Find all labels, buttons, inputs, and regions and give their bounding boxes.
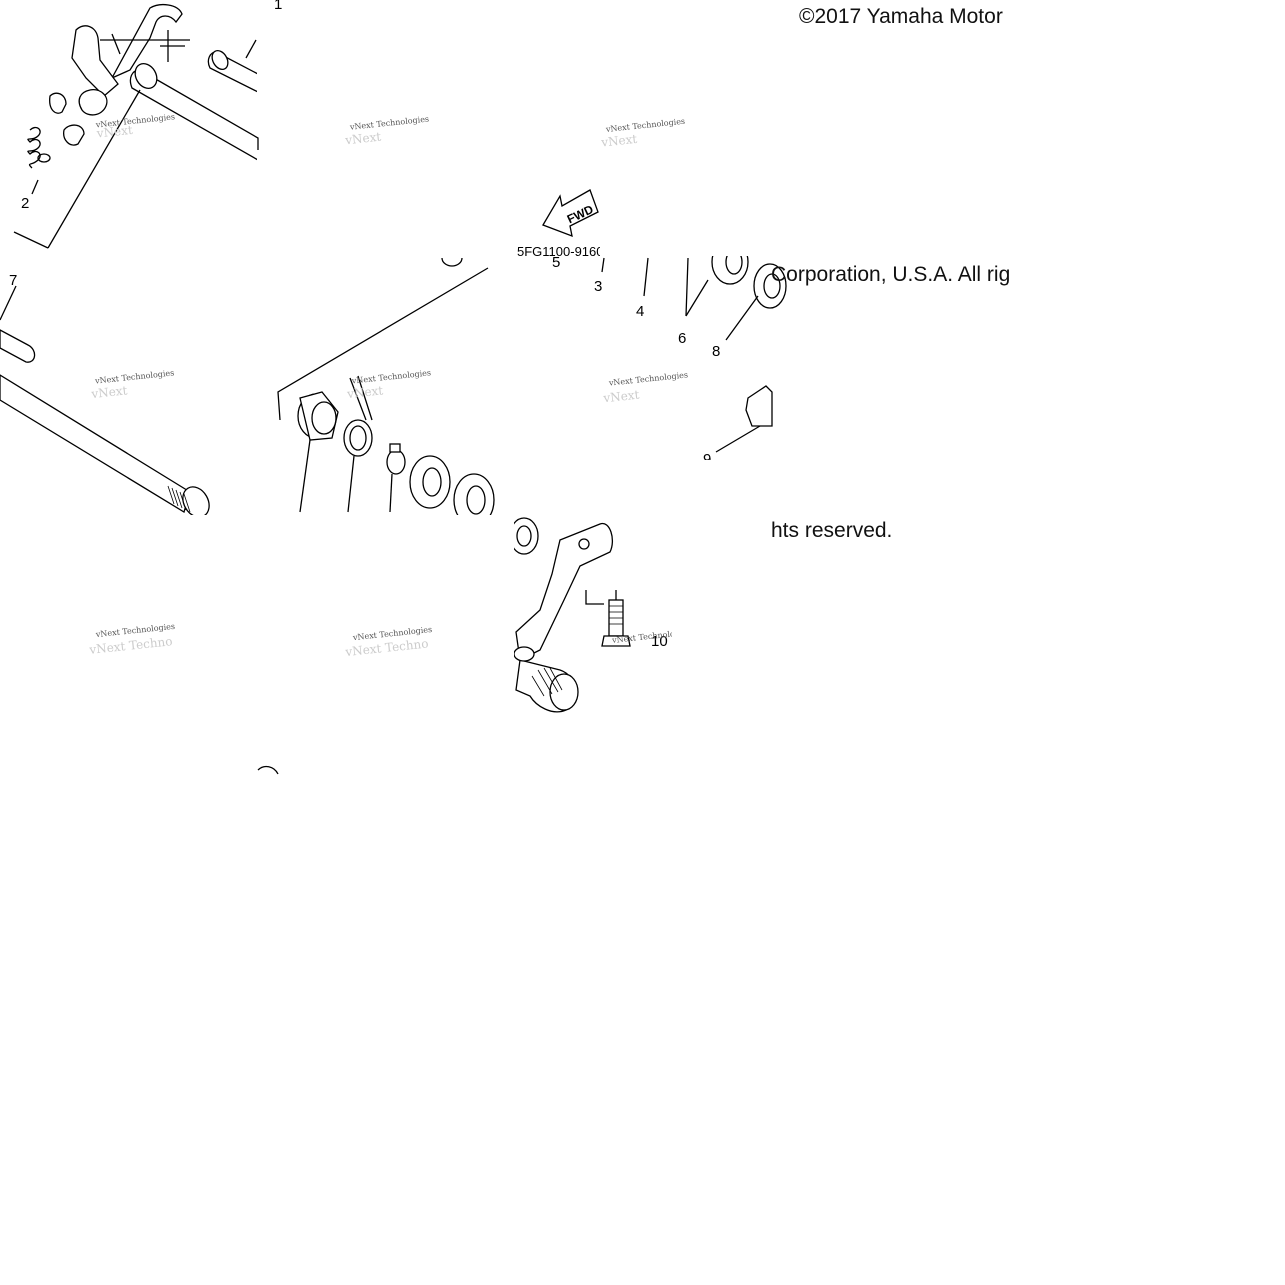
shift-fork-assembly xyxy=(49,3,259,162)
svg-text:vNext: vNext xyxy=(95,123,133,141)
diagram-code: 5FG1100-9160 xyxy=(517,244,604,259)
callout-4: 4 xyxy=(636,303,644,320)
svg-text:vNext: vNext xyxy=(600,132,638,150)
callout-8: 8 xyxy=(712,343,720,360)
svg-text:vNext: vNext xyxy=(344,130,382,148)
bracket-curl xyxy=(257,765,279,775)
shift-shaft xyxy=(0,329,210,518)
watermark-text: vNext Technologies xyxy=(94,368,175,385)
shift-pedal xyxy=(509,517,631,713)
left-bracket-lines xyxy=(0,39,257,321)
callout-9: 9 xyxy=(703,451,711,468)
washer-stack xyxy=(277,267,495,527)
callout-1: 1 xyxy=(274,0,282,13)
callout-2: 2 xyxy=(21,195,29,212)
callout-7: 7 xyxy=(9,272,17,289)
svg-text:vNext: vNext xyxy=(90,383,128,401)
watermark-text: vNext Technologies xyxy=(604,117,685,134)
callout-3: 3 xyxy=(594,278,602,295)
watermark-text: vNext Technologies xyxy=(348,114,429,131)
watermark-text: vNext Technologies xyxy=(350,368,431,385)
callout-5: 5 xyxy=(552,254,560,271)
callout-6: 6 xyxy=(678,330,686,347)
watermark-text: vNext Technologies xyxy=(94,112,175,129)
copyright-line-1: ©2017 Yamaha Motor xyxy=(799,5,1003,28)
svg-text:vNext: vNext xyxy=(346,383,384,401)
fwd-arrow: FWD xyxy=(542,189,599,238)
copyright-line-3: hts reserved. xyxy=(771,519,893,542)
callout-10: 10 xyxy=(651,633,668,650)
svg-text:vNext: vNext xyxy=(602,388,640,406)
copyright-line-2: Corporation, U.S.A. All rig xyxy=(771,263,1011,286)
return-spring xyxy=(27,126,51,169)
watermark-text: vNext Technologies xyxy=(607,370,688,387)
right-seals xyxy=(441,239,787,453)
